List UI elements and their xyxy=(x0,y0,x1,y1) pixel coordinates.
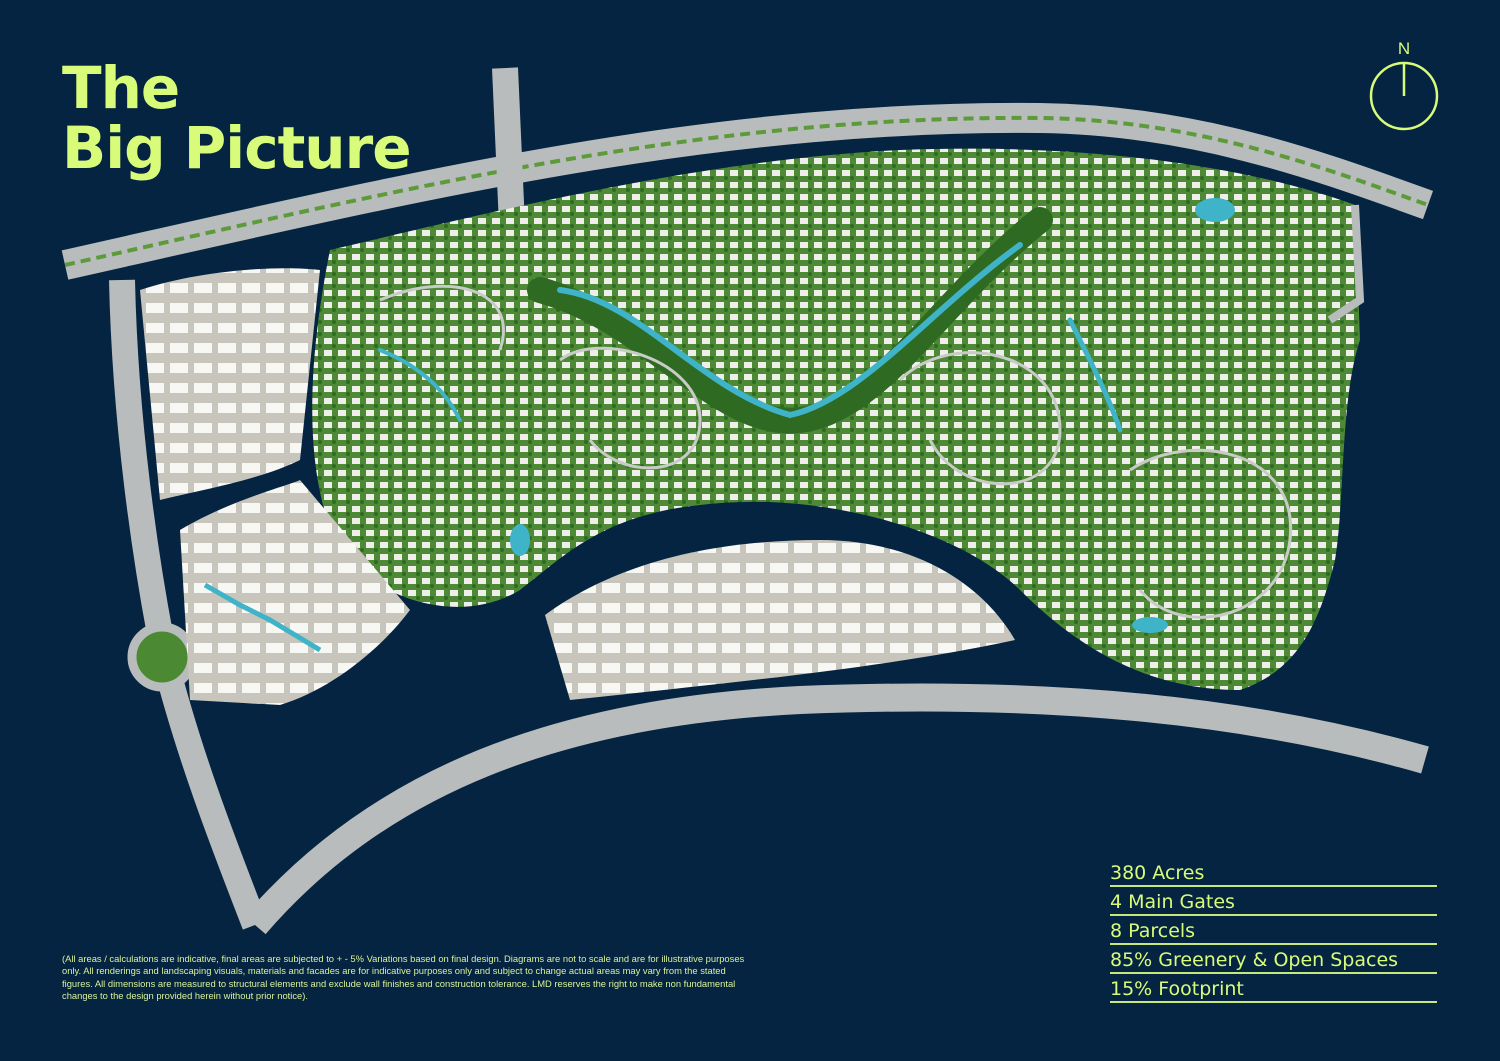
disclaimer-text: (All areas / calculations are indicative… xyxy=(62,953,745,1002)
compass-icon: N xyxy=(1369,39,1439,131)
title-line-1: The xyxy=(62,54,180,122)
north-compass: N xyxy=(1364,38,1444,138)
stat-acres: 380 Acres xyxy=(1110,858,1437,887)
southwest-cluster xyxy=(180,480,410,705)
central-lagoon xyxy=(557,242,1023,419)
northern-highway xyxy=(61,102,1434,280)
compass-north-label: N xyxy=(1398,39,1410,58)
stat-footprint: 15% Footprint xyxy=(1110,974,1437,1003)
stat-parcels: 8 Parcels xyxy=(1110,916,1437,945)
north-access-road xyxy=(492,67,525,226)
northwest-commercial-cluster xyxy=(140,268,320,500)
stat-greenery: 85% Greenery & Open Spaces xyxy=(1110,945,1437,974)
southern-road xyxy=(244,683,1429,935)
town-centre xyxy=(545,540,1015,700)
stat-main-gates: 4 Main Gates xyxy=(1110,887,1437,916)
title-line-2: Big Picture xyxy=(62,114,412,182)
page-title: The Big Picture xyxy=(62,54,412,182)
stats-list: 380 Acres 4 Main Gates 8 Parcels 85% Gre… xyxy=(1110,858,1437,1003)
roundabout xyxy=(127,622,197,692)
